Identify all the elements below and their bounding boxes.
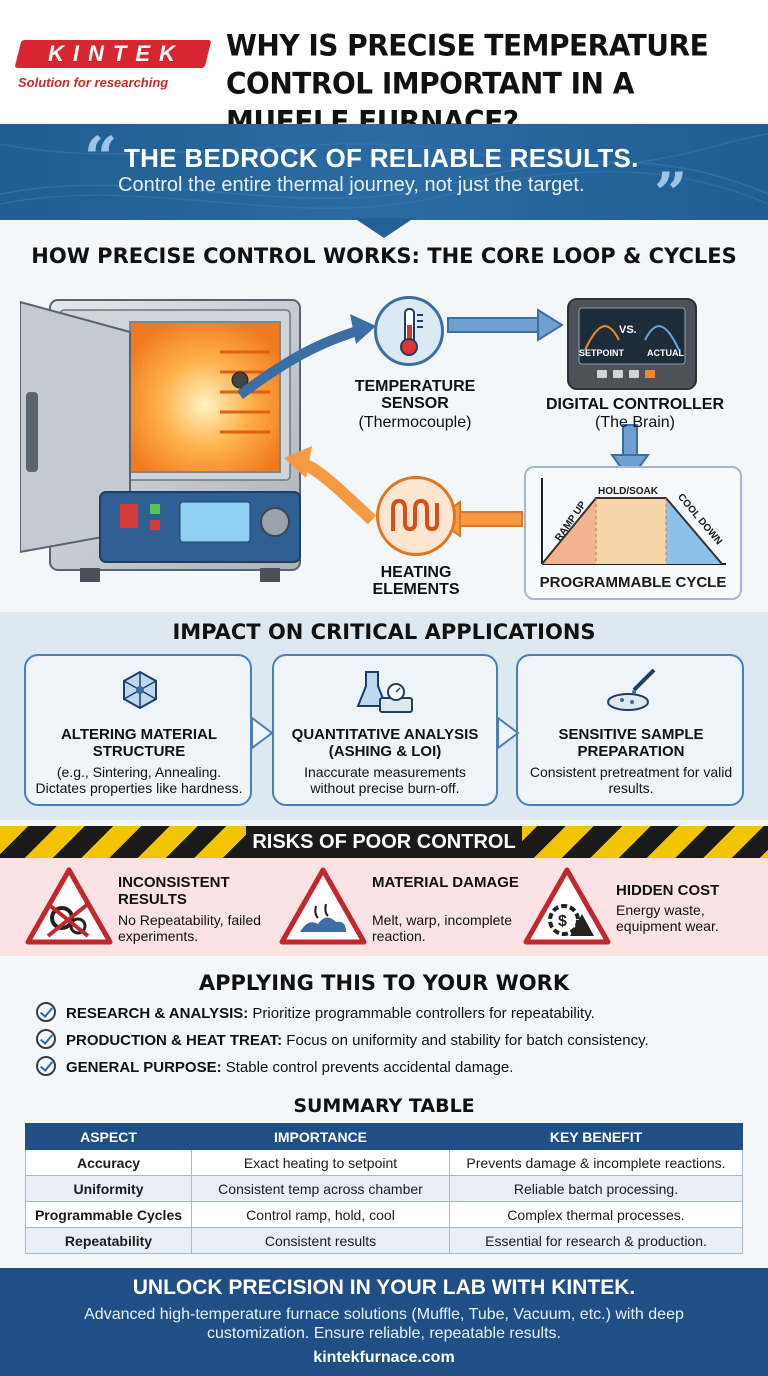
table-cell: Consistent temp across chamber bbox=[191, 1175, 450, 1202]
checkmark-icon bbox=[36, 1056, 56, 1076]
apply-item: PRODUCTION & HEAT TREAT: Focus on unifor… bbox=[36, 1029, 756, 1049]
banner-waves bbox=[0, 133, 768, 210]
banner-pointer bbox=[354, 218, 414, 238]
banner-title: THE BEDROCK OF RELIABLE RESULTS. bbox=[124, 143, 639, 173]
close-quote-icon: ” bbox=[654, 160, 688, 228]
footer bbox=[0, 1268, 768, 1376]
crystal-lattice-icon bbox=[123, 670, 157, 710]
logo-text: KINTEK bbox=[48, 41, 184, 66]
risk-body: No Repeatability, failed experiments. bbox=[118, 912, 261, 944]
risk-body: Energy waste, equipment wear. bbox=[616, 902, 719, 934]
checkmark-icon bbox=[36, 1002, 56, 1022]
thermometer-icon bbox=[400, 308, 423, 356]
hold-soak-label: HOLD/SOAK bbox=[598, 486, 658, 497]
card-title: ALTERING MATERIAL STRUCTURE bbox=[60, 726, 218, 760]
cycle-profile-icon bbox=[541, 478, 726, 565]
impact-card-quantitative-analysis: QUANTITATIVE ANALYSIS (ASHING & LOI) Ina… bbox=[272, 654, 498, 806]
card-body: Consistent pretreatment for valid result… bbox=[529, 764, 733, 796]
table-cell: Reliable batch processing. bbox=[449, 1175, 743, 1202]
table-cell: Control ramp, hold, cool bbox=[191, 1201, 450, 1228]
apply-text: Stable control prevents accidental damag… bbox=[221, 1059, 514, 1076]
heating-label: HEATING ELEMENTS bbox=[372, 564, 460, 598]
apply-text: Focus on uniformity and stability for ba… bbox=[282, 1032, 649, 1049]
quote-banner bbox=[0, 124, 768, 220]
summary-title: SUMMARY TABLE bbox=[293, 1095, 475, 1117]
table-header: IMPORTANCE bbox=[191, 1123, 450, 1150]
table-row: Accuracy Exact heating to setpoint Preve… bbox=[25, 1149, 743, 1176]
card-body: (e.g., Sintering, Annealing. Dictates pr… bbox=[35, 764, 243, 796]
card-connector-arrows bbox=[251, 716, 520, 750]
screen-vs: VS. bbox=[619, 324, 637, 336]
programmable-cycle-chart: RAMP UP HOLD/SOAK COOL DOWN bbox=[524, 466, 742, 600]
controller-sublabel: (The Brain) bbox=[594, 414, 676, 431]
table-cell: Accuracy bbox=[25, 1149, 192, 1176]
sensor-sublabel: (Thermocouple) bbox=[358, 414, 472, 431]
apply-item: GENERAL PURPOSE: Stable control prevents… bbox=[36, 1056, 756, 1076]
table-row: Repeatability Consistent results Essenti… bbox=[25, 1227, 743, 1254]
risk-title: MATERIAL DAMAGE bbox=[372, 874, 519, 891]
apply-section-title: APPLYING THIS TO YOUR WORK bbox=[198, 971, 570, 995]
card-title: QUANTITATIVE ANALYSIS (ASHING & LOI) bbox=[291, 726, 479, 760]
table-row: Programmable Cycles Control ramp, hold, … bbox=[25, 1201, 743, 1228]
table-cell: Uniformity bbox=[25, 1175, 192, 1202]
apply-key: PRODUCTION & HEAT TREAT: bbox=[66, 1032, 283, 1049]
heating-elements-node bbox=[376, 476, 456, 556]
petri-dish-icon bbox=[607, 668, 656, 711]
table-cell: Repeatability bbox=[25, 1227, 192, 1254]
flask-scale-icon bbox=[356, 671, 413, 713]
hazard-label-bg bbox=[246, 826, 522, 858]
table-header: KEY BENEFIT bbox=[449, 1123, 743, 1150]
table-cell: Exact heating to setpoint bbox=[191, 1149, 450, 1176]
screen-actual: ACTUAL bbox=[647, 348, 684, 358]
sensor-label: TEMPERATURE SENSOR bbox=[354, 378, 476, 412]
table-cell: Consistent results bbox=[191, 1227, 450, 1254]
banner-subtitle: Control the entire thermal journey, not … bbox=[118, 174, 585, 196]
screen-setpoint: SETPOINT bbox=[579, 348, 625, 358]
risk-title: HIDDEN COST bbox=[616, 882, 720, 899]
apply-text: Prioritize programmable controllers for … bbox=[248, 1005, 595, 1022]
risk-title: INCONSISTENT RESULTS bbox=[118, 874, 230, 908]
footer-title: UNLOCK PRECISION IN YOUR LAB WITH KINTEK… bbox=[132, 1276, 636, 1299]
risks-section bbox=[0, 858, 768, 956]
risk-body: Melt, warp, incomplete reaction. bbox=[372, 912, 513, 944]
apply-item: RESEARCH & ANALYSIS: Prioritize programm… bbox=[36, 1002, 756, 1022]
website-link[interactable]: kintekfurnace.com bbox=[313, 1349, 455, 1366]
controller-label: DIGITAL CONTROLLER bbox=[545, 396, 725, 413]
controller-screen bbox=[578, 307, 686, 378]
table-cell: Essential for research & production. bbox=[449, 1227, 743, 1254]
svg-text:$: $ bbox=[558, 913, 567, 930]
card-body: Inaccurate measurements without precise … bbox=[304, 764, 466, 796]
checkmark-icon bbox=[36, 1029, 56, 1049]
heating-coil-icon bbox=[391, 498, 439, 532]
table-cell: Programmable Cycles bbox=[25, 1201, 192, 1228]
apply-key: RESEARCH & ANALYSIS: bbox=[66, 1005, 249, 1022]
impact-section-title: IMPACT ON CRITICAL APPLICATIONS bbox=[172, 620, 596, 644]
table-cell: Complex thermal processes. bbox=[449, 1201, 743, 1228]
hidden-cost-warning-icon: $ bbox=[523, 867, 611, 945]
impact-card-material-structure: ALTERING MATERIAL STRUCTURE (e.g., Sinte… bbox=[24, 654, 252, 806]
impact-card-sample-preparation: SENSITIVE SAMPLE PREPARATION Consistent … bbox=[516, 654, 744, 806]
gear-warning-icon bbox=[25, 867, 113, 945]
footer-body: Advanced high-temperature furnace soluti… bbox=[84, 1306, 684, 1342]
temperature-sensor-node bbox=[374, 296, 444, 366]
table-header-row: ASPECT IMPORTANCE KEY BENEFIT bbox=[25, 1123, 743, 1150]
table-header: ASPECT bbox=[25, 1123, 192, 1150]
digital-controller-icon: VS. SETPOINT ACTUAL bbox=[567, 298, 697, 390]
cycle-label: PROGRAMMABLE CYCLE bbox=[539, 574, 727, 591]
how-section-title: HOW PRECISE CONTROL WORKS: THE CORE LOOP… bbox=[31, 244, 737, 268]
card-title: SENSITIVE SAMPLE PREPARATION bbox=[558, 726, 704, 760]
apply-key: GENERAL PURPOSE: bbox=[66, 1059, 222, 1076]
muffle-furnace-icon bbox=[20, 299, 301, 582]
melted-material-warning-icon bbox=[279, 867, 367, 945]
logo-tagline: Solution for researching bbox=[18, 75, 169, 90]
table-cell: Prevents damage & incomplete reactions. bbox=[449, 1149, 743, 1176]
open-quote-icon: “ bbox=[84, 124, 118, 192]
table-row: Uniformity Consistent temp across chambe… bbox=[25, 1175, 743, 1202]
summary-table: ASPECT IMPORTANCE KEY BENEFIT Accuracy E… bbox=[25, 1123, 743, 1254]
risks-section-title: RISKS OF POOR CONTROL bbox=[252, 831, 516, 853]
